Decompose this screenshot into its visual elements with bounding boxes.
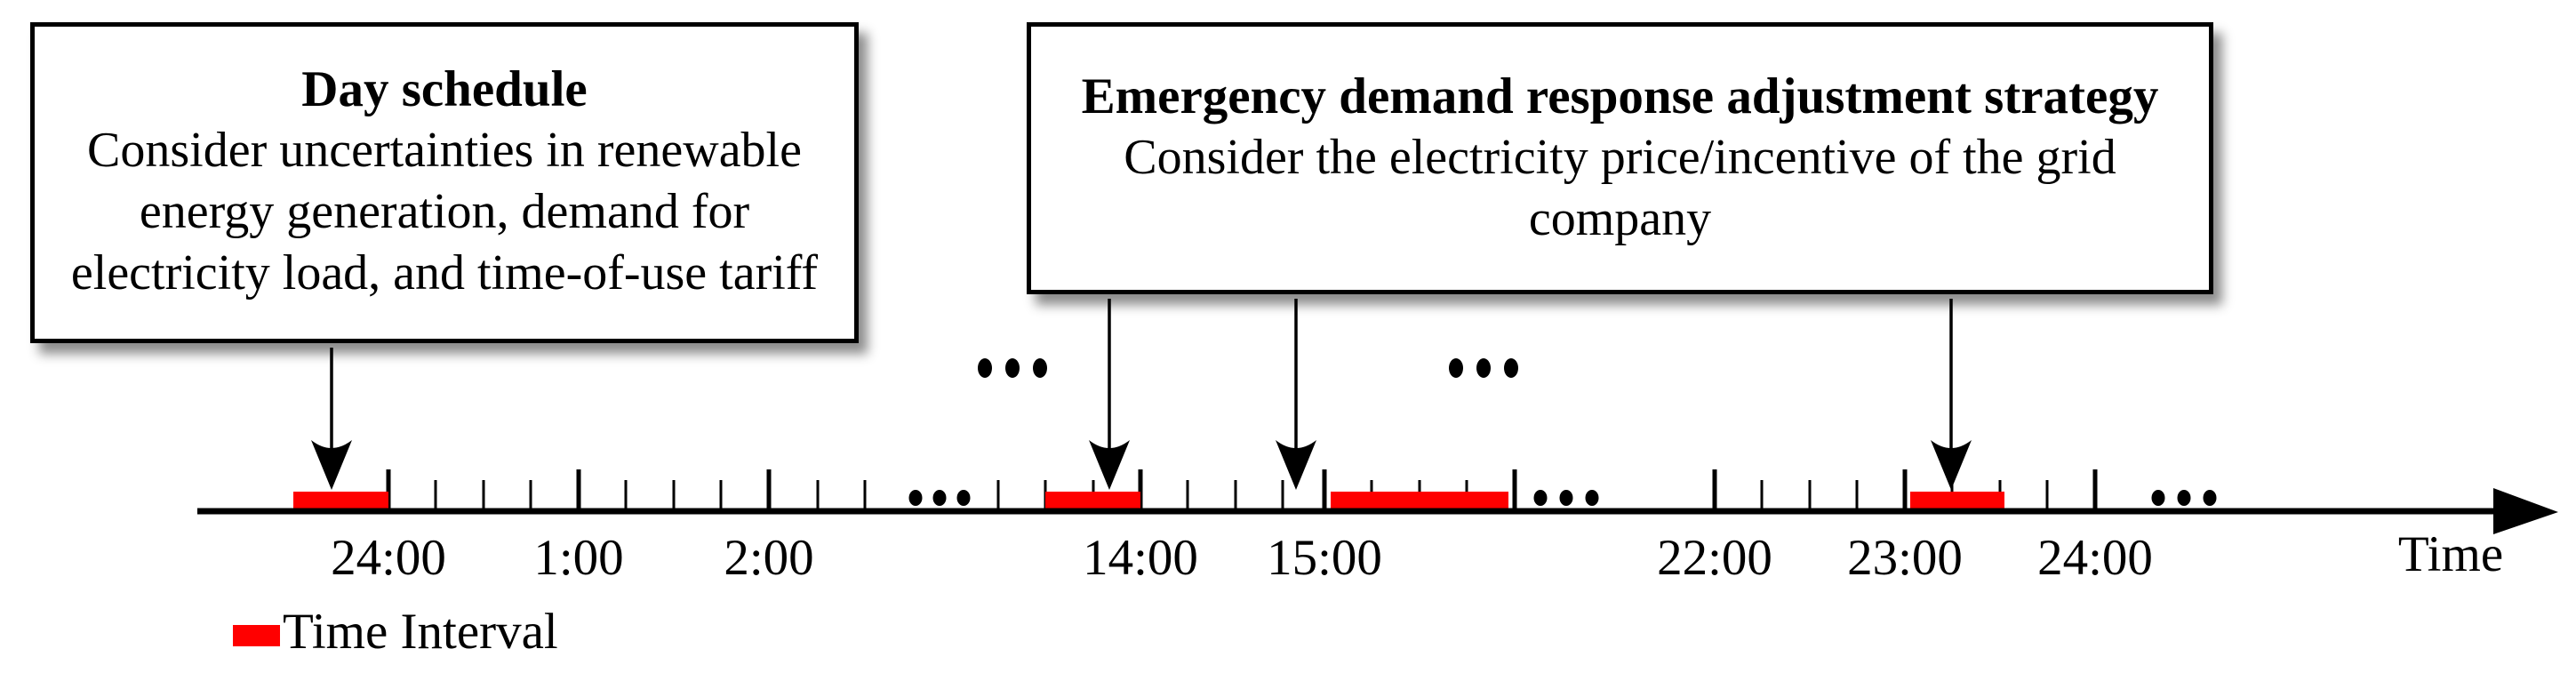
ellipsis-dot bbox=[908, 490, 923, 506]
hour-label: 1:00 bbox=[533, 530, 623, 586]
ellipsis-dot bbox=[1476, 358, 1491, 378]
time-interval-bar bbox=[1045, 492, 1140, 509]
day-schedule-line-3: electricity load, and time-of-use tariff bbox=[70, 245, 819, 300]
ellipsis-dot bbox=[1559, 490, 1573, 506]
ellipsis-dot bbox=[956, 490, 971, 506]
ellipsis-dot bbox=[2151, 490, 2165, 506]
annotation-arrowhead-icon bbox=[1931, 440, 1972, 490]
annotation-arrowhead-icon bbox=[1089, 440, 1130, 490]
hour-label: 24:00 bbox=[2037, 530, 2153, 586]
annotation-arrowhead-icon bbox=[311, 440, 352, 490]
hour-label: 14:00 bbox=[1083, 530, 1198, 586]
ellipsis-dot bbox=[1585, 490, 1599, 506]
time-interval-bar bbox=[293, 492, 388, 509]
ellipsis-dot bbox=[932, 490, 947, 506]
day-schedule-title: Day schedule bbox=[301, 61, 588, 117]
time-interval-bar bbox=[1331, 492, 1508, 509]
ellipsis-dot bbox=[2203, 490, 2217, 506]
emergency-strategy-title: Emergency demand response adjustment str… bbox=[1081, 68, 2159, 124]
hour-label: 2:00 bbox=[724, 530, 813, 586]
ellipsis-dot bbox=[1533, 490, 1548, 506]
hour-label: 24:00 bbox=[331, 530, 446, 586]
annotation-arrowhead-icon bbox=[1276, 440, 1316, 490]
time-interval-bar bbox=[1910, 492, 2004, 509]
emergency-strategy-line-1: Consider the electricity price/incentive… bbox=[1124, 130, 2116, 185]
day-schedule-line-2: energy generation, demand for bbox=[139, 184, 750, 239]
ellipsis-dot bbox=[978, 358, 992, 378]
time-interval-swatch bbox=[233, 625, 280, 646]
axis-title: Time bbox=[2398, 526, 2503, 582]
legend: Time Interval bbox=[233, 604, 558, 660]
emergency-strategy-line-2: company bbox=[1528, 191, 1712, 246]
ellipsis-dot bbox=[1504, 358, 1518, 378]
day-schedule-box: Day schedule Consider uncertainties in r… bbox=[30, 22, 859, 343]
ellipsis-dot bbox=[1449, 358, 1463, 378]
legend-label: Time Interval bbox=[283, 604, 558, 660]
ellipsis-dot bbox=[1005, 358, 1020, 378]
hour-label: 23:00 bbox=[1847, 530, 1963, 586]
hour-label: 22:00 bbox=[1657, 530, 1772, 586]
hour-label: 15:00 bbox=[1267, 530, 1382, 586]
emergency-strategy-box: Emergency demand response adjustment str… bbox=[1027, 22, 2213, 294]
day-schedule-line-1: Consider uncertainties in renewable bbox=[87, 123, 802, 178]
ellipsis-dot bbox=[1033, 358, 1047, 378]
axis-arrowhead-icon bbox=[2493, 488, 2558, 534]
ellipsis-dot bbox=[2177, 490, 2191, 506]
